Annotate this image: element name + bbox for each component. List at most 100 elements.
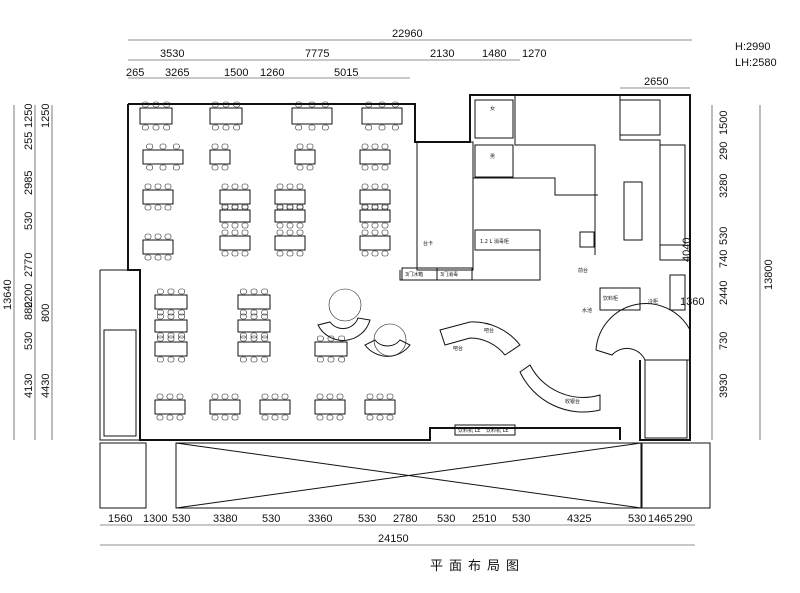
table — [359, 189, 391, 205]
dim-bot-4: 530 — [262, 513, 280, 525]
chair — [371, 143, 379, 150]
chair — [231, 229, 239, 236]
chair — [326, 393, 334, 400]
chair — [241, 229, 249, 236]
chair — [386, 393, 394, 400]
chair — [261, 309, 268, 316]
table — [209, 399, 241, 415]
chair — [163, 124, 170, 131]
chair — [371, 183, 379, 190]
chair — [250, 313, 258, 320]
chair — [295, 124, 302, 131]
chair — [167, 332, 175, 339]
chair — [221, 229, 229, 236]
chair — [306, 164, 314, 171]
chair — [240, 313, 247, 320]
dim-right-0: 1500 — [718, 111, 730, 135]
clear-height-label: LH:2580 — [735, 57, 777, 69]
dim-bot-6: 530 — [358, 513, 376, 525]
table — [291, 107, 333, 125]
chair — [327, 335, 335, 342]
table — [219, 209, 251, 223]
chair — [371, 250, 379, 257]
waterbar-label: 饮料柜 — [603, 295, 618, 302]
chair — [164, 204, 172, 211]
table — [139, 107, 173, 125]
chair — [154, 233, 162, 240]
dim-left-small-1: 800 — [40, 304, 52, 322]
dim-top-total: 22960 — [392, 28, 423, 40]
chair — [261, 335, 268, 342]
table — [237, 294, 271, 310]
chair — [361, 183, 369, 190]
fridge1-label: 3门冰箱 — [405, 271, 423, 278]
chair — [241, 203, 249, 210]
dim-right-small-0: 4040 — [681, 238, 693, 262]
table — [274, 209, 306, 223]
chair — [276, 229, 284, 236]
chair — [211, 414, 219, 421]
chair — [381, 222, 389, 229]
table — [274, 189, 306, 205]
chair — [156, 414, 164, 421]
chair — [231, 222, 239, 229]
chair — [327, 356, 335, 363]
table — [219, 189, 251, 205]
chair — [241, 222, 249, 229]
chair — [211, 143, 219, 150]
cabinet-label: 1.2 L 消毒柜 — [480, 238, 509, 245]
chair — [322, 101, 329, 108]
chair — [386, 414, 394, 421]
table — [259, 399, 291, 415]
chair — [250, 335, 258, 342]
storefront-canopy — [175, 442, 642, 509]
chair — [295, 101, 302, 108]
dim-top-r1-4: 1270 — [522, 48, 546, 60]
chair — [392, 124, 399, 131]
dim-left-8: 4130 — [23, 374, 35, 398]
chair — [366, 393, 374, 400]
right-dimensions: 1500 290 3280 530 740 2440 730 3930 4040… — [680, 105, 775, 440]
dim-right-small-1: 1360 — [680, 296, 704, 308]
chair — [144, 233, 152, 240]
dim-right-total: 13800 — [763, 259, 775, 290]
chair — [154, 254, 162, 261]
chair — [378, 124, 386, 131]
chair — [231, 183, 239, 190]
chair — [308, 124, 316, 131]
chair — [296, 250, 304, 257]
dim-bot-8: 530 — [437, 513, 455, 525]
counter-label: 台卡 — [423, 240, 433, 247]
left-dimensions: 13640 1250 255 2985 530 2770 2200 880 53… — [2, 104, 53, 440]
chair — [154, 183, 162, 190]
chair — [167, 313, 175, 320]
chair — [154, 204, 162, 211]
chair — [326, 414, 334, 421]
chair — [144, 183, 152, 190]
dim-bot-3: 3380 — [213, 513, 237, 525]
dim-top-r2-1: 3265 — [165, 67, 189, 79]
dim-bot-14: 290 — [674, 513, 692, 525]
chair — [178, 313, 185, 320]
small1-label: 冷柜 — [648, 298, 658, 305]
table — [142, 149, 184, 165]
dim-top-r2-0: 265 — [126, 67, 144, 79]
chair — [361, 203, 369, 210]
chair — [178, 335, 185, 342]
chair — [276, 183, 284, 190]
chair — [286, 203, 294, 210]
chair — [241, 183, 249, 190]
table — [209, 149, 231, 165]
table — [154, 341, 188, 357]
chair — [322, 124, 329, 131]
dim-bot-0: 1560 — [108, 513, 132, 525]
chair — [250, 332, 258, 339]
chair — [176, 393, 184, 400]
chair — [157, 313, 164, 320]
dim-top-r1-3: 1480 — [482, 48, 506, 60]
chair — [361, 229, 369, 236]
chair — [250, 288, 258, 295]
chair — [261, 356, 268, 363]
dim-bot-9: 2510 — [472, 513, 496, 525]
dim-bot-5: 3360 — [308, 513, 332, 525]
